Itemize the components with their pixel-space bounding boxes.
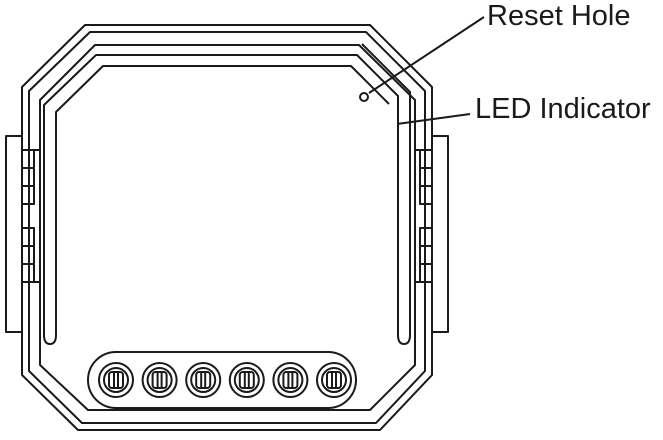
reset-hole-label: Reset Hole (487, 0, 631, 32)
left-bracket (5, 135, 23, 333)
reset-hole-callout-line (368, 16, 485, 94)
right-bracket (431, 135, 449, 333)
left-clips (21, 149, 40, 283)
terminal-strip (87, 351, 357, 409)
terminal-screw (98, 362, 134, 398)
terminal-screw (272, 362, 309, 398)
left-rail (43, 43, 411, 345)
led-indicator-label: LED Indicator (475, 93, 651, 125)
terminal-screw (316, 362, 352, 398)
left-rail-bottom (43, 65, 390, 345)
led-indicator-callout-line (396, 113, 471, 125)
terminals-group (98, 362, 352, 398)
terminal-screw (185, 362, 222, 398)
right-clips (415, 149, 433, 283)
housing-second-outline (28, 31, 426, 424)
terminal-screw (228, 362, 265, 398)
housing-inner-outline (39, 44, 416, 411)
reset-hole (359, 92, 369, 102)
terminal-screw (141, 362, 178, 398)
